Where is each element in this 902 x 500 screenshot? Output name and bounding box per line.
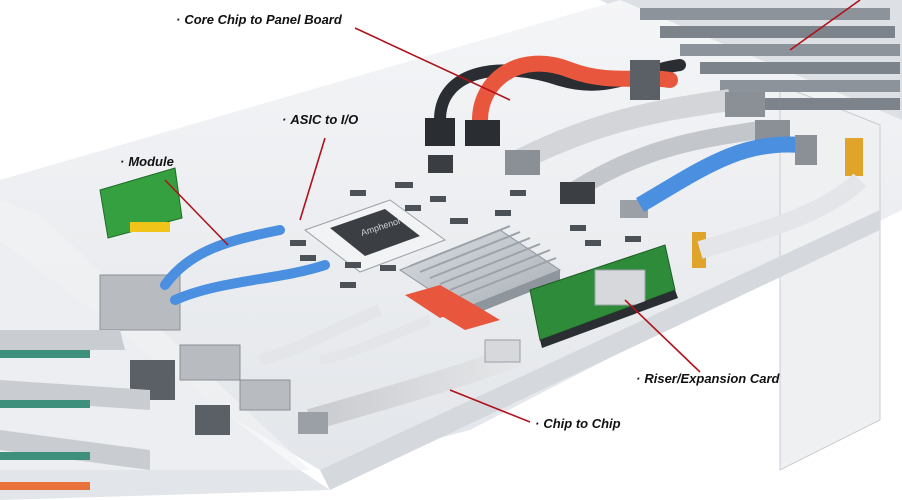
callout-asic-label: ASIC to I/O	[290, 112, 359, 127]
bullet: ·	[176, 12, 181, 27]
leader-asic	[299, 137, 326, 221]
leader-module	[164, 179, 229, 246]
leader-top-right	[789, 0, 861, 51]
callout-asic: ·ASIC to I/O	[282, 112, 358, 127]
bullet: ·	[282, 112, 287, 127]
drive-bays	[640, 8, 900, 110]
callout-module-label: Module	[128, 154, 174, 169]
module-cables	[160, 225, 330, 305]
red-flex-cables	[258, 285, 500, 366]
ribbon-cables-upper	[515, 89, 762, 198]
callout-chip-to-chip: ·Chip to Chip	[535, 416, 621, 431]
callout-riser: ·Riser/Expansion Card	[636, 371, 779, 386]
asic-chip: Amphenol	[303, 199, 447, 273]
pluggable-cables	[0, 330, 150, 490]
riser-card	[529, 244, 678, 348]
leader-riser	[624, 299, 701, 373]
ribbon-cable-right	[697, 173, 867, 259]
callout-chip-to-chip-label: Chip to Chip	[543, 416, 621, 431]
callout-riser-label: Riser/Expansion Card	[644, 371, 780, 386]
leader-c2c	[449, 389, 531, 423]
module-card	[99, 167, 183, 239]
leader-lines	[164, 0, 861, 423]
blue-ribbon-cable	[635, 136, 801, 212]
callout-core-chip-label: Core Chip to Panel Board	[184, 12, 342, 27]
leader-core	[354, 27, 511, 101]
callout-core-chip: ·Core Chip to Panel Board	[176, 12, 342, 27]
bullet: ·	[120, 154, 125, 169]
chip-to-chip-cable	[298, 339, 524, 434]
callout-module: ·Module	[120, 154, 174, 169]
board-connectors	[290, 182, 641, 288]
bullet: ·	[636, 371, 641, 386]
core-connectors	[425, 60, 660, 173]
bullet: ·	[535, 416, 540, 431]
